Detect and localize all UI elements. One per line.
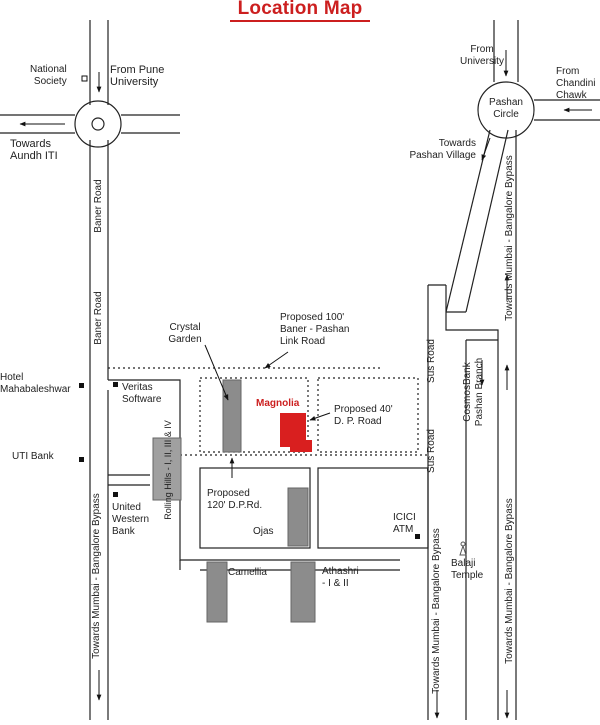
dp-road-pointer [309,412,331,421]
athashri-building [290,561,316,623]
towards-aundh-iti-label: Towards Aundh ITI [10,138,58,162]
veritas-software-label: Veritas Software [122,382,162,405]
right-roundabout [477,81,535,139]
bypass-right-top-label: Towards Mumbai - Bangalore Bypass [504,155,515,321]
proposed-40-road-label: Proposed 40' D. P. Road [334,404,393,427]
proposed-100-road-label: Proposed 100' Baner - Pashan Link Road [280,312,350,347]
ojas-label: Ojas [253,526,274,537]
baner-road-top-label: Baner Road [93,179,104,233]
from-chandini-chawk-label: From Chandini Chawk [556,66,596,101]
crystal-garden-pointer [204,344,229,401]
baner-road-bottom-label: Baner Road [93,291,104,345]
towards-pashan-village-label: Towards Pashan Village [409,138,476,161]
united-western-bank-label: United Western Bank [112,502,150,537]
sus-road-bottom-label: Sus Road [426,429,437,473]
national-society-marker [81,75,88,82]
bypass-left-label: Towards Mumbai - Bangalore Bypass [91,493,102,659]
rolling-hills-label: Rolling Hills - I, II, III & IV [163,420,173,520]
page-title: Location Map [237,0,363,19]
left-roundabout [74,100,122,148]
magnolia-building [280,413,312,452]
crystal-garden-building [222,379,242,453]
internal-road-rolling [108,474,150,486]
camellia-label: Camellia [228,567,267,578]
sus-road-right-edge [445,285,499,720]
rolling-hills-block [152,437,182,501]
bypass-center-label: Towards Mumbai - Bangalore Bypass [431,528,442,694]
veritas-marker [113,382,118,387]
left-roundabout-center [91,117,105,131]
magnolia-label: Magnolia [256,398,300,409]
plot-magnolia-east [317,377,419,453]
link-diagonal-2 [465,129,509,313]
icici-marker [415,534,420,539]
proposed-100-pointer [264,351,289,369]
athashri-label: Athashri - I & II [322,566,359,589]
balaji-temple-label: Balaji Temple [451,558,484,581]
plot-ojas [199,467,311,549]
national-society-label: National Society [30,64,67,87]
right-road-north [493,20,519,82]
sus-road-top-label: Sus Road [426,339,437,383]
crystal-garden-label: Crystal Garden [168,322,202,345]
bypass-right-bottom-label: Towards Mumbai - Bangalore Bypass [504,498,515,664]
from-university-label: From University [460,44,504,67]
united-western-marker [113,492,118,497]
title-underline [230,20,370,22]
right-road-east [534,99,600,121]
from-pune-university-label: From Pune University [110,64,165,88]
cosmos-bank-label: CosmosBank Pashan Branch [462,357,485,427]
pashan-circle-label: Pashan Circle [489,97,523,120]
ojas-building [287,487,309,547]
balaji-temple-icon [459,544,467,556]
arrow-towards-pashan [481,137,491,161]
proposed-120-road-label: Proposed 120' D.P.Rd. [207,488,263,511]
plot-crystal [199,377,309,453]
uti-bank-marker [79,457,84,462]
plot-icici [317,467,429,549]
camellia-building [206,561,228,623]
hotel-mahabaleshwar-marker [79,383,84,388]
hotel-mahabaleshwar-label: Hotel Mahabaleshwar [0,372,71,395]
uti-bank-label: UTI Bank [12,451,54,462]
icici-atm-label: ICICI ATM [393,512,416,535]
balaji-temple-dome [460,541,466,547]
